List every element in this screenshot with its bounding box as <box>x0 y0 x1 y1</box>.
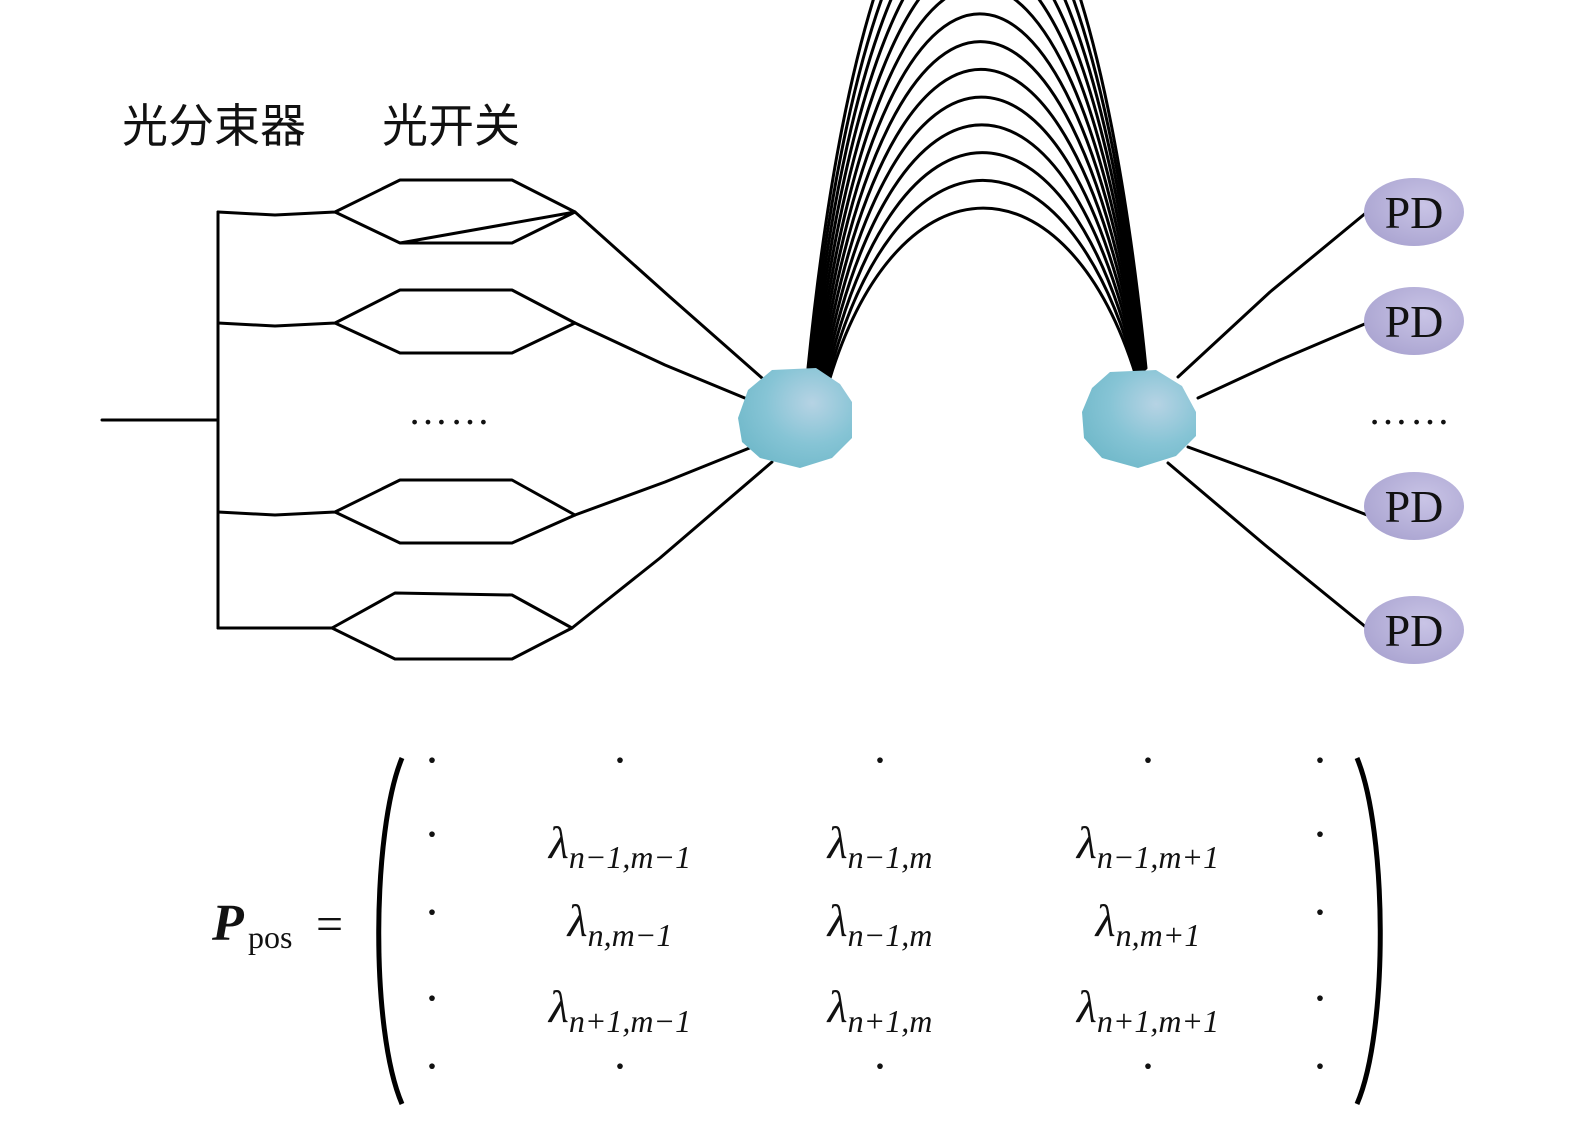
matrix-body: · · · · · · λn−1,m−1 λn−1,m λn−1,m+1 · · λn,m−1 λn−1… <box>424 734 1328 1093</box>
pd-label: PD <box>1385 481 1444 532</box>
pd-detector-3: PD <box>1364 472 1464 540</box>
pd-detector-1: PD <box>1364 178 1464 246</box>
pd-detector-2: PD <box>1364 287 1464 355</box>
matrix-entry: λn+1,m+1 <box>1075 981 1219 1039</box>
matrix-dot: · <box>872 1040 888 1093</box>
left-coupler-node <box>738 368 852 468</box>
switch-to-node-fibers <box>570 210 774 630</box>
right-coupler-node <box>1082 370 1196 468</box>
fiber-arc <box>825 151 1140 378</box>
matrix-entry: λn,m+1 <box>1094 895 1201 953</box>
matrix-dot: · <box>424 972 440 1025</box>
fiber-arc <box>821 95 1141 377</box>
pd-label: PD <box>1385 605 1444 656</box>
switch-branch-2 <box>216 288 577 355</box>
matrix-entry: λn−1,m <box>826 895 933 953</box>
switch-branch-3 <box>216 478 577 545</box>
fiber-arc <box>809 0 1146 372</box>
matrix-dot: · <box>1140 734 1156 787</box>
fiber-arc <box>818 40 1143 375</box>
matrix-dot: · <box>424 734 440 787</box>
matrix-entry: λn−1,m <box>826 817 933 875</box>
matrix-dot: · <box>1312 972 1328 1025</box>
beam-splitter <box>100 210 220 630</box>
matrix-dot: · <box>612 1040 628 1093</box>
matrix-dot: · <box>872 734 888 787</box>
matrix-dot: · <box>1312 1040 1328 1093</box>
matrix-dot: · <box>1312 886 1328 939</box>
pd-ellipsis: …… <box>1368 388 1452 433</box>
fiber-arc <box>826 179 1139 379</box>
matrix-entry: λn,m−1 <box>566 895 673 953</box>
fiber-arc <box>808 0 1147 371</box>
fiber-arc <box>813 0 1145 373</box>
fiber-bundle-arcs <box>806 0 1148 380</box>
fiber-arc <box>816 12 1143 375</box>
matrix-entry: λn+1,m <box>826 981 933 1039</box>
fiber-arc <box>814 0 1144 374</box>
equation-symbol: P <box>211 895 245 952</box>
matrix-dot: · <box>1312 808 1328 861</box>
optical-switch-label: 光开关 <box>382 99 520 153</box>
matrix-dot: · <box>612 734 628 787</box>
switch-ellipsis: …… <box>408 388 492 433</box>
pd-detector-4: PD <box>1364 596 1464 664</box>
matrix-dot: · <box>424 1040 440 1093</box>
matrix-dot: · <box>424 808 440 861</box>
fiber-arc <box>811 0 1146 372</box>
fiber-arc <box>828 206 1138 380</box>
equation-symbol-subscript: pos <box>248 919 292 955</box>
switch-branch-4 <box>216 591 574 661</box>
matrix-entry: λn−1,m+1 <box>1075 817 1219 875</box>
switch-branch-1 <box>216 178 577 245</box>
node-to-pd-fibers <box>1166 210 1369 630</box>
matrix-dot: · <box>1140 1040 1156 1093</box>
matrix-entry: λn+1,m−1 <box>547 981 691 1039</box>
left-paren <box>376 757 405 1105</box>
pd-label: PD <box>1385 187 1444 238</box>
fiber-arc <box>823 123 1140 378</box>
equals-sign: = <box>316 898 343 951</box>
right-paren <box>1354 757 1383 1105</box>
fiber-arc <box>820 67 1142 376</box>
matrix-dot: · <box>424 886 440 939</box>
beam-splitter-label: 光分束器 <box>122 99 306 153</box>
matrix-entry: λn−1,m−1 <box>547 817 691 875</box>
matrix-dot: · <box>1312 734 1328 787</box>
pd-label: PD <box>1385 296 1444 347</box>
fiber-arc <box>806 0 1148 370</box>
